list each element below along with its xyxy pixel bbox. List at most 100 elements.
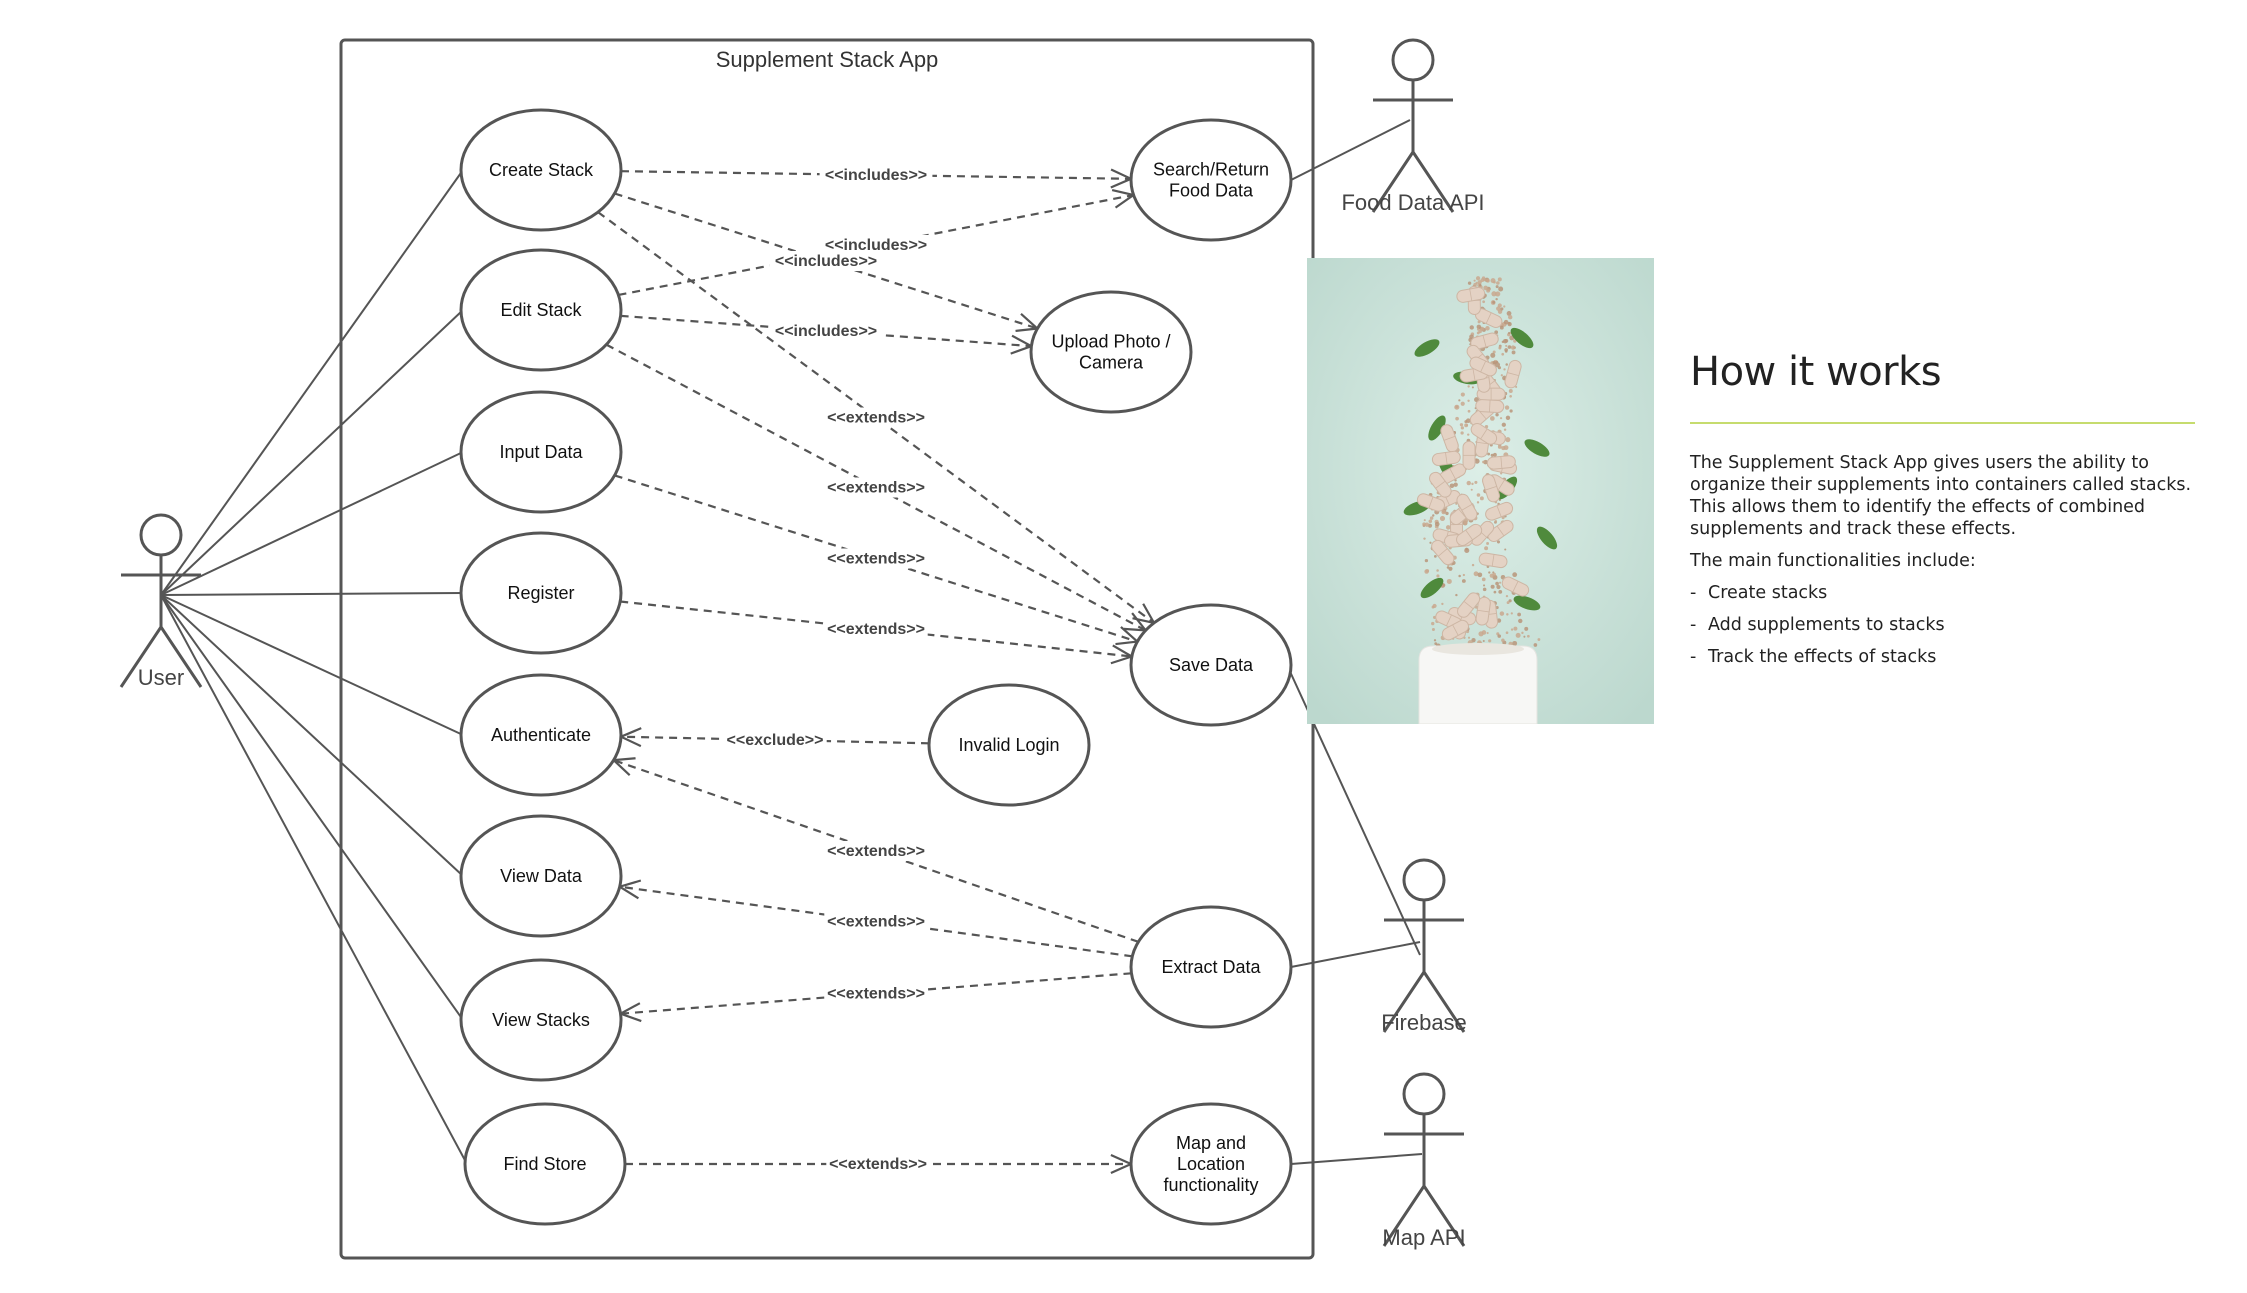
actor-firebase: Firebase (1381, 858, 1467, 1035)
use-case-label: Register (507, 583, 574, 603)
association-line (1290, 941, 1421, 968)
capsule-icon (1478, 552, 1508, 569)
info-heading: How it works (1690, 349, 1942, 395)
leaf-icon (1420, 577, 1444, 599)
association-line (160, 451, 464, 596)
dependency-line (614, 192, 1038, 330)
info-intro: The main functionalities include: (1690, 551, 1976, 571)
use-case-find-store[interactable]: Find Store (463, 1102, 627, 1226)
use-case-label: functionality (1163, 1175, 1258, 1195)
relation-label: <<extends>> (827, 914, 925, 931)
relation-label: <<extends>> (827, 621, 925, 638)
use-case-view-stacks[interactable]: View Stacks (459, 958, 623, 1082)
relation-label: <<extends>> (827, 986, 925, 1003)
capsule-icon (1485, 501, 1514, 521)
use-case-label: Authenticate (491, 725, 591, 745)
supplement-pills-photo (1307, 258, 1654, 724)
use-case-label: Find Store (503, 1154, 586, 1174)
actor-user: User (119, 513, 203, 690)
use-case-invalid-login[interactable]: Invalid Login (927, 683, 1091, 807)
leaf-icon (1510, 327, 1534, 349)
capsule-icon (1431, 539, 1455, 566)
use-case-save-data[interactable]: Save Data (1129, 603, 1293, 727)
capsule-icon (1441, 619, 1469, 641)
capsule-icon (1431, 450, 1461, 466)
capsule-icon (1487, 519, 1514, 543)
list-item: -Add supplements to stacks (1690, 615, 1945, 635)
use-case-extract-data[interactable]: Extract Data (1129, 905, 1293, 1029)
use-case-input-data[interactable]: Input Data (459, 390, 623, 514)
actor-map-api: Map API (1382, 1072, 1466, 1250)
use-case-label: Camera (1079, 353, 1144, 373)
relation-label: <<includes>> (825, 167, 927, 184)
list-item: -Create stacks (1690, 583, 1828, 603)
how-it-works-panel: How it works The Supplement Stack App gi… (1690, 348, 2200, 678)
use-case-label: Create Stack (489, 160, 594, 180)
dependency-line (605, 343, 1147, 632)
use-case-label: Save Data (1169, 655, 1254, 675)
capsule-icon (1475, 596, 1491, 626)
dependency-line (597, 211, 1155, 624)
capsule-icon (1486, 455, 1516, 470)
use-case-register[interactable]: Register (459, 531, 623, 655)
capsule-icon (1469, 356, 1497, 377)
use-case-label: Upload Photo / (1051, 332, 1170, 352)
capsule-icon (1416, 493, 1445, 512)
capsule-icon (1470, 423, 1498, 445)
leaf-icon (1513, 595, 1541, 611)
relation-label: <<includes>> (825, 237, 927, 254)
dependency-line (613, 759, 1139, 943)
use-case-view-data[interactable]: View Data (459, 814, 623, 938)
dependency-line (618, 193, 1134, 297)
relation-label: <<extends>> (827, 480, 925, 497)
dependency-line (614, 474, 1138, 643)
relation-label: <<exclude>> (727, 732, 824, 749)
association-line (160, 594, 468, 1165)
capsule-icon (1456, 287, 1486, 303)
capsule-icon (1462, 440, 1476, 470)
relation-label: <<extends>> (827, 843, 925, 860)
use-case-label: Food Data (1169, 181, 1254, 201)
use-case-label: Input Data (499, 442, 583, 462)
capsule-icon (1475, 399, 1505, 414)
actor-label: User (138, 665, 184, 690)
use-case-edit-stack[interactable]: Edit Stack (459, 248, 623, 372)
relation-label: <<includes>> (775, 253, 877, 270)
use-case-label: View Data (500, 866, 583, 886)
system-title: Supplement Stack App (716, 47, 939, 72)
pills-illustration (1307, 258, 1654, 724)
relation-label: <<extends>> (827, 410, 925, 427)
capsule-icon (1501, 576, 1530, 597)
use-case-upload-photo[interactable]: Upload Photo /Camera (1029, 290, 1193, 414)
leaf-icon (1524, 439, 1550, 457)
actor-label: Food Data API (1341, 190, 1484, 215)
association-line (160, 309, 464, 596)
association-line (160, 592, 464, 596)
bottle-icon (1418, 645, 1538, 724)
list-item: -Track the effects of stacks (1690, 647, 1937, 667)
relation-label: <<includes>> (775, 323, 877, 340)
relation-label: <<extends>> (829, 1156, 927, 1173)
use-case-label: Map and (1176, 1133, 1246, 1153)
association-line (160, 594, 464, 877)
relation-label: <<extends>> (827, 551, 925, 568)
capsule-icon (1504, 359, 1522, 389)
actor-label: Firebase (1381, 1010, 1467, 1035)
actor-label: Map API (1382, 1225, 1465, 1250)
use-case-label: Invalid Login (958, 735, 1059, 755)
capsule-icon (1456, 523, 1483, 547)
use-case-create-stack[interactable]: Create Stack (459, 108, 623, 232)
info-paragraph: The Supplement Stack App gives users the… (1690, 453, 2192, 539)
arrowhead-icon (617, 879, 642, 900)
use-case-authenticate[interactable]: Authenticate (459, 673, 623, 797)
use-case-label: Search/Return (1153, 160, 1269, 180)
functionality-list: -Create stacks -Add supplements to stack… (1690, 582, 2200, 668)
dependency-line (620, 314, 1032, 348)
heading-divider (1690, 422, 2195, 424)
use-case-label: Location (1177, 1154, 1245, 1174)
association-line (1290, 119, 1411, 181)
capsule-icon (1429, 471, 1452, 498)
